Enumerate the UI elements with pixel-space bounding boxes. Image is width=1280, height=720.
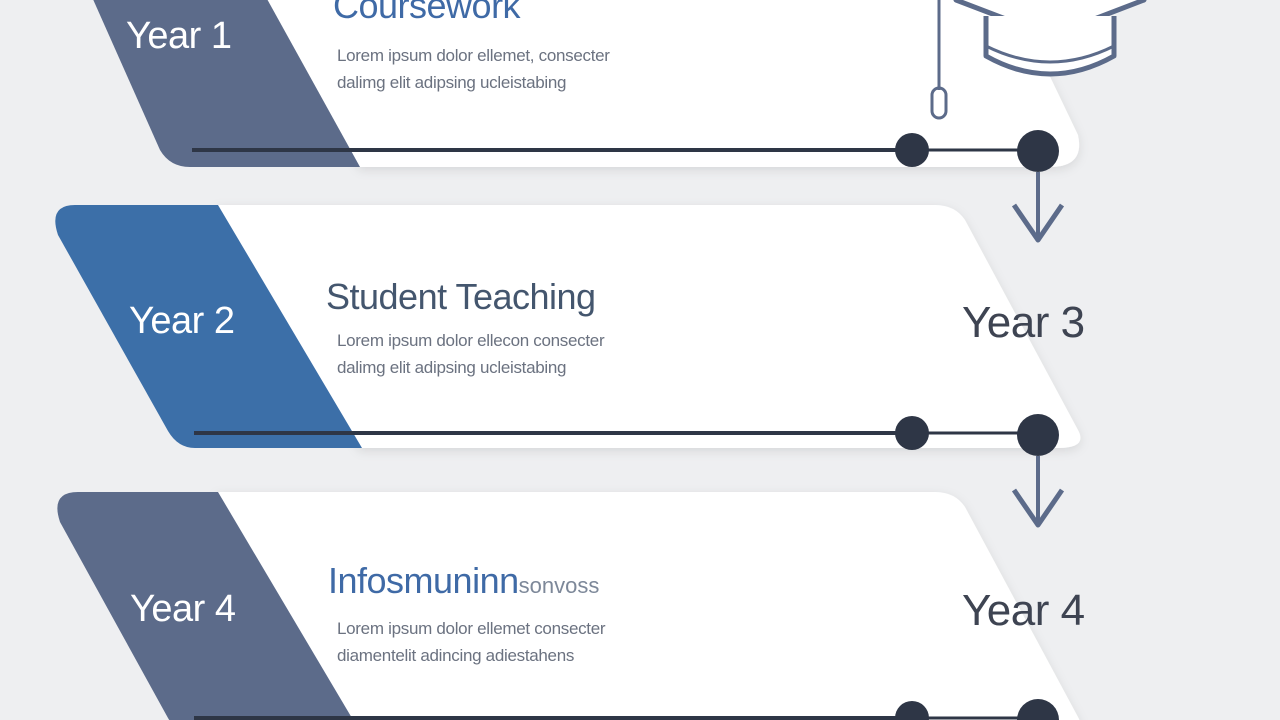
- stage-title-1: Coursework: [333, 0, 521, 26]
- stage-title-2: Student Teaching: [326, 276, 596, 317]
- year-tab-3-label: Year 4: [130, 588, 236, 630]
- stage-title-3: Infosmuninnsonvoss: [328, 560, 599, 602]
- stage-panel-1-shape: [93, 0, 1080, 172]
- stage-desc-2: Lorem ipsum dolor ellecon consecter dali…: [337, 331, 605, 377]
- year-tab-2-shape: [55, 205, 362, 448]
- year-label-right-3: Year 4: [962, 586, 1085, 635]
- milestone-dot-3a: [895, 701, 929, 720]
- milestone-dot-3b: [1017, 699, 1059, 720]
- milestone-dot-1a: [895, 133, 929, 167]
- stage-panel-3-shape: [57, 492, 1080, 720]
- stage-panel-2: Year 2 Student Teaching Lorem ipsum dolo…: [0, 205, 1280, 465]
- graduation-cap-icon: [930, 0, 1147, 120]
- stage-panel-1: Year 1 Coursework Lorem ipsum dolor elle…: [0, 0, 1280, 172]
- stage-panel-3: Year 4 Infosmuninnsonvoss Lorem ipsum do…: [0, 492, 1280, 720]
- stage-desc-1: Lorem ipsum dolor ellemet, consecter dal…: [337, 46, 610, 92]
- milestone-dot-2b: [1017, 414, 1059, 456]
- year-tab-3-shape: [57, 492, 354, 720]
- year-tab-1-shape: [93, 0, 360, 167]
- milestone-dot-2a: [895, 416, 929, 450]
- year-tab-1-label: Year 1: [126, 15, 232, 57]
- year-label-right-2: Year 3: [962, 298, 1085, 347]
- milestone-dot-1b: [1017, 130, 1059, 172]
- year-tab-2-label: Year 2: [129, 300, 235, 342]
- stage-title-3-main: Infosmuninn: [328, 560, 519, 601]
- stage-panel-2-shape: [55, 205, 1081, 456]
- stage-title-3-suffix: sonvoss: [518, 573, 600, 598]
- stage-desc-3: Lorem ipsum dolor ellemet consecter diam…: [337, 619, 606, 665]
